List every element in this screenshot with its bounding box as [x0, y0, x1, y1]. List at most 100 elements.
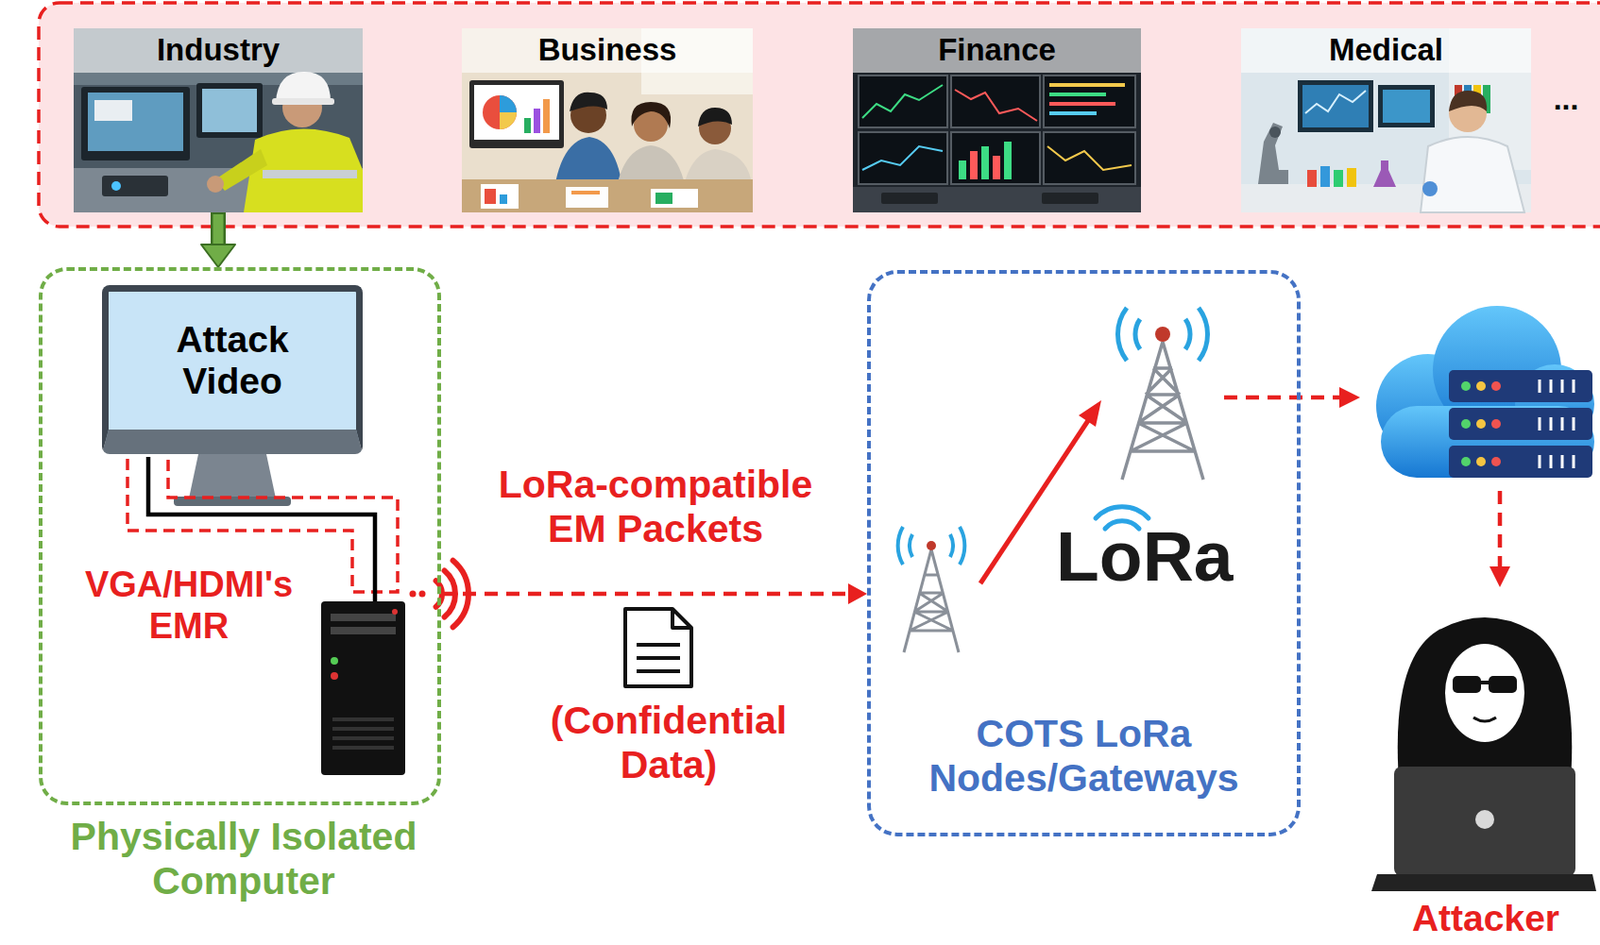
finance-photo: [1041, 192, 1099, 205]
em-packet-link: [441, 592, 849, 597]
flow-arrow: [213, 214, 224, 246]
business-photo: [565, 187, 609, 208]
sector-label: Industry: [73, 28, 363, 73]
attacker-icon: [1452, 676, 1481, 694]
finance-photo: [858, 132, 948, 185]
monitor-stand: [188, 454, 276, 499]
medical-photo: [1378, 85, 1435, 128]
business-photo: [469, 80, 564, 149]
medical-photo: [1420, 136, 1525, 213]
monitor-screen: Attack Video: [102, 285, 363, 455]
medical-photo: [1448, 90, 1487, 112]
business-photo: [571, 190, 600, 195]
industry-photo: [111, 181, 121, 191]
industry-photo: [262, 170, 358, 179]
cloud-server: [1448, 370, 1593, 403]
business-photo: [474, 85, 560, 140]
attacker-icon: [1371, 874, 1597, 892]
medical-photo: [1241, 28, 1532, 213]
attacker-icon: [1479, 680, 1491, 685]
attacker-icon: [1394, 766, 1576, 877]
cloud-server: [1376, 306, 1595, 478]
finance-photo: [954, 89, 1038, 121]
business-photo: [569, 92, 608, 112]
lora-node-tower: [926, 541, 937, 551]
finance-photo: [992, 155, 1001, 180]
medical-photo: [1269, 126, 1281, 138]
document-icon: [636, 645, 681, 672]
business-photo: [482, 95, 517, 130]
industry-photo: [272, 98, 335, 105]
medical-photo: [1307, 170, 1317, 188]
business-photo: [630, 102, 671, 129]
cloud-server: [1491, 381, 1501, 392]
medical-photo: [1382, 89, 1430, 123]
lora-gateway-tower: [1155, 326, 1171, 342]
emission-waves: [409, 591, 417, 598]
pc-tower: [330, 613, 396, 622]
screen-text: Attack Video: [152, 319, 313, 402]
group-heading: COTS LoRa Nodes/Gateways: [870, 712, 1297, 801]
business-photo: [461, 179, 753, 213]
industry-photo: [275, 71, 331, 103]
industry-photo: [102, 175, 169, 197]
finance-photo: [981, 146, 989, 180]
cloud-server: [1539, 379, 1574, 469]
sector-panel: Industry: [73, 28, 363, 213]
industry-photo: [206, 175, 224, 193]
isolated-computer-group: Physically Isolated ComputerAttack Video: [38, 267, 442, 806]
business-photo: [697, 107, 732, 127]
sector-label: Business: [461, 28, 753, 73]
business-photo: [650, 188, 698, 208]
finance-photo: [1049, 83, 1125, 87]
lora-node-tower: [898, 527, 966, 653]
lora-node-tower: [903, 549, 959, 653]
sector-panel: Medical: [1241, 28, 1532, 213]
lora-logo-arcs: [1095, 507, 1149, 519]
business-photo: [480, 184, 519, 209]
sector-label: Finance: [852, 28, 1141, 73]
medical-photo: [1346, 168, 1357, 188]
finance-photo: [1047, 146, 1132, 171]
business-photo: [499, 112, 517, 130]
industry-photo: [87, 92, 184, 152]
cloud-server: [1461, 381, 1471, 392]
pc-tower: [332, 746, 394, 750]
finance-photo: [958, 160, 967, 180]
pc-tower: [332, 727, 394, 732]
lora-node-tower: [898, 527, 966, 565]
cloud-server: [1476, 381, 1486, 392]
industry-photo: [73, 28, 363, 213]
finance-photo: [852, 187, 1141, 213]
pc-tower: [330, 657, 339, 665]
flow-arrow-outline: [210, 212, 226, 245]
lora-gateway-tower: [1122, 341, 1204, 480]
industry-photo: [73, 28, 363, 213]
sector-panel: Finance: [852, 28, 1141, 213]
attacker-icon: [1371, 617, 1597, 892]
cloud-uplink-arrow: [1224, 395, 1342, 401]
medical-photo: [1297, 80, 1374, 133]
industry-photo: [243, 128, 363, 213]
industry-photo: [81, 86, 190, 161]
document-icon: [625, 609, 692, 687]
finance-photo: [951, 132, 1040, 185]
uplink-arrow: [1078, 400, 1102, 427]
medical-photo: [1302, 85, 1369, 128]
cloud-downlink-arrow: [1489, 566, 1511, 588]
cloud-server: [1491, 457, 1501, 467]
medical-photo: [1422, 181, 1438, 197]
finance-photo: [1043, 132, 1136, 185]
finance-photo: [1049, 92, 1107, 97]
emission-waves: [419, 591, 426, 598]
business-photo: [484, 188, 496, 205]
lora-gateway-tower: [1117, 307, 1208, 480]
medical-photo: [1305, 90, 1366, 114]
industry-photo: [94, 100, 133, 121]
business-photo: [461, 28, 753, 213]
finance-photo: [1049, 111, 1097, 116]
data-note: (Confidential Data): [527, 698, 811, 788]
business-photo: [524, 118, 531, 134]
attacker-icon: [1445, 644, 1525, 743]
